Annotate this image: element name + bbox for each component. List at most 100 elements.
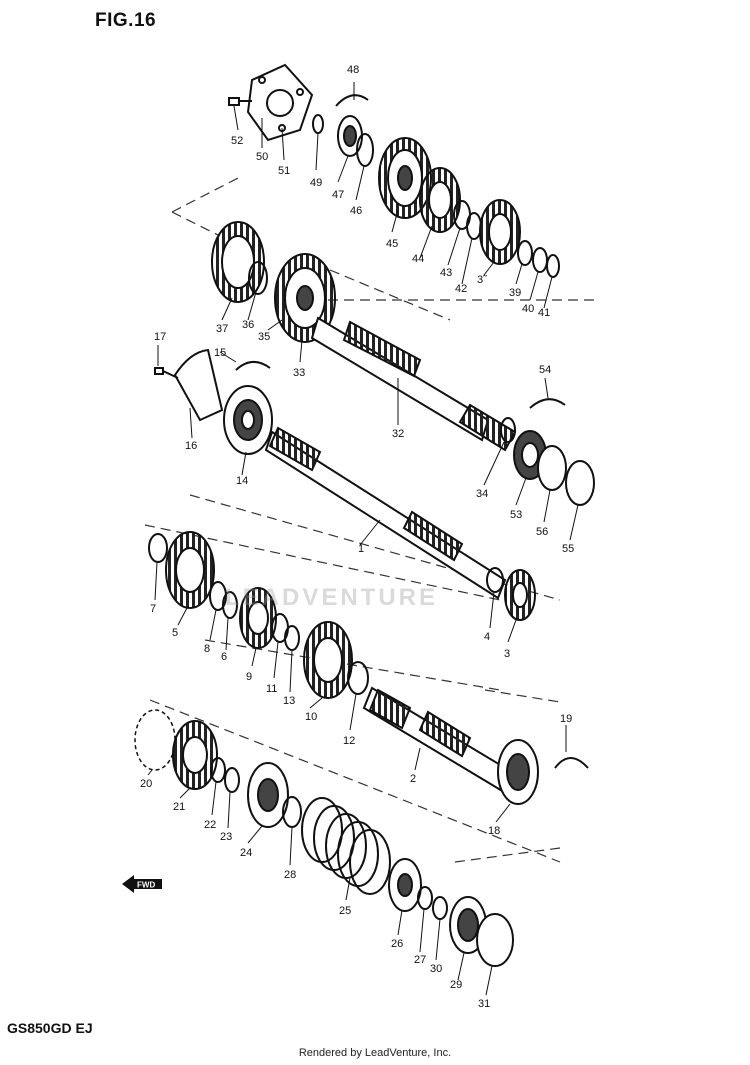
ring-34	[500, 417, 516, 443]
part-label-32: 32	[392, 428, 404, 440]
part-label-10: 10	[305, 711, 317, 723]
part-label-17: 17	[154, 331, 166, 343]
plate-stack-25	[301, 797, 391, 895]
ring-22	[210, 757, 226, 783]
part-label-9: 9	[246, 671, 252, 683]
part-label-40: 40	[522, 303, 534, 315]
leadventure-watermark: LEADVENTURE	[225, 584, 439, 611]
washer-26	[388, 858, 422, 912]
part-label-50: 50	[256, 151, 268, 163]
part-label-26: 26	[391, 938, 403, 950]
bearing-47	[337, 115, 363, 157]
part-label-47: 47	[332, 189, 344, 201]
gear-9	[239, 587, 277, 649]
model-code: GS850GD EJ	[7, 1020, 93, 1036]
washer-55	[565, 460, 595, 506]
bushing-36	[248, 261, 268, 295]
screw-17	[154, 367, 179, 379]
bearing-14	[223, 385, 273, 455]
gear-37	[211, 221, 265, 303]
gear-21	[172, 720, 218, 790]
gear-3	[504, 569, 536, 621]
cap-31	[476, 913, 514, 967]
part-label-19: 19	[560, 713, 572, 725]
part-label-23: 23	[220, 831, 232, 843]
leader-lines	[147, 82, 579, 996]
part-label-52: 52	[231, 135, 243, 147]
hub-24	[247, 762, 289, 828]
part-label-22: 22	[204, 819, 216, 831]
washer-46	[356, 133, 374, 167]
gear-5	[165, 531, 215, 609]
part-label-49: 49	[310, 177, 322, 189]
part-label-4: 4	[484, 631, 490, 643]
forward-arrow-icon: FWD	[122, 875, 162, 893]
part-label-42: 42	[455, 283, 467, 295]
render-credit: Rendered by LeadVenture, Inc.	[298, 1047, 452, 1059]
part-label-16: 16	[185, 440, 197, 452]
part-label-38: 3̃	[477, 274, 487, 286]
part-label-44: 44	[412, 253, 424, 265]
washer-13	[284, 625, 300, 651]
part-label-33: 33	[293, 367, 305, 379]
part-label-54: 54	[539, 364, 551, 376]
bearing-18	[497, 739, 539, 805]
circlip-19	[554, 757, 589, 769]
circlip-48	[335, 94, 369, 107]
part-label-35: 35	[258, 331, 270, 343]
part-label-45: 45	[386, 238, 398, 250]
ring-4	[486, 567, 504, 593]
part-label-21: 21	[173, 801, 185, 813]
circlip-27	[417, 886, 433, 910]
forward-arrow-label: FWD	[137, 881, 155, 890]
part-label-34: 34	[476, 488, 488, 500]
part-number-labels: 52 50 51 48 49 47 46 45 44 43 42 3̃ 39 4…	[140, 64, 574, 1010]
part-label-53: 53	[510, 509, 522, 521]
part-label-39: 39	[509, 287, 521, 299]
part-label-46: 46	[350, 205, 362, 217]
part-label-6: 6	[221, 651, 227, 663]
bushing-42	[466, 212, 482, 240]
retainer-16	[173, 348, 224, 422]
part-label-7: 7	[150, 603, 156, 615]
part-label-56: 56	[536, 526, 548, 538]
washer-12	[347, 661, 369, 695]
figure-title: FIG.16	[95, 10, 157, 31]
part-label-30: 30	[430, 963, 442, 975]
part-label-31: 31	[478, 998, 490, 1010]
ring-30	[432, 896, 448, 920]
part-label-14: 14	[236, 475, 248, 487]
part-label-48: 48	[347, 64, 359, 76]
seal-56	[537, 445, 567, 491]
part-label-2: 2	[410, 773, 416, 785]
circlip-41	[546, 254, 560, 278]
gear-10	[303, 621, 353, 699]
part-label-37: 37	[216, 323, 228, 335]
part-label-27: 27	[414, 954, 426, 966]
part-label-41: 41	[538, 307, 550, 319]
washer-23	[224, 767, 240, 793]
ring-40	[532, 247, 548, 273]
part-label-8: 8	[204, 643, 210, 655]
part-label-36: 36	[242, 319, 254, 331]
ring-49	[312, 114, 324, 134]
part-label-43: 43	[440, 267, 452, 279]
part-label-55: 55	[562, 543, 574, 555]
part-label-25: 25	[339, 905, 351, 917]
part-label-29: 29	[450, 979, 462, 991]
part-label-28: 28	[284, 869, 296, 881]
gear-45	[378, 137, 432, 219]
screw-52	[228, 97, 252, 106]
main-shaft-1	[264, 426, 507, 600]
part-label-13: 13	[283, 695, 295, 707]
part-label-51: 51	[278, 165, 290, 177]
countershaft-32	[310, 316, 517, 452]
part-label-18: 18	[488, 825, 500, 837]
part-label-1: 1	[358, 543, 364, 555]
drive-shaft-2	[362, 686, 514, 794]
circlip-54	[529, 398, 566, 409]
part-label-12: 12	[343, 735, 355, 747]
ring-6	[222, 591, 238, 619]
part-20	[134, 709, 176, 771]
